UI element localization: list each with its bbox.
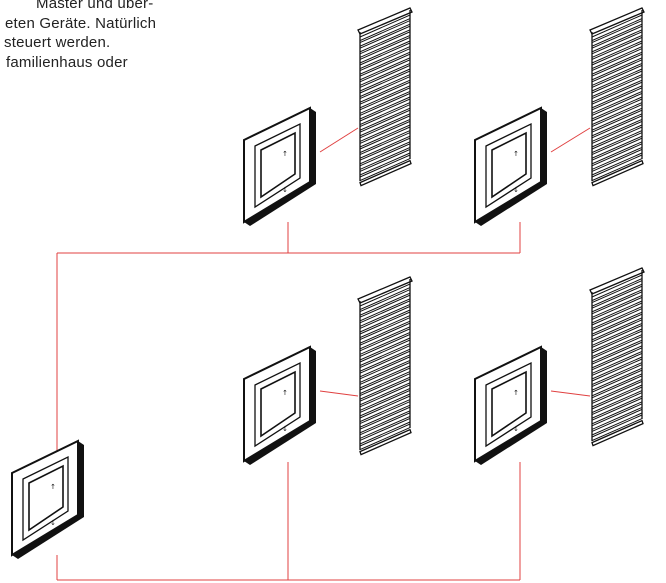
text-line-2: eten Geräte. Natürlich — [5, 14, 157, 32]
arrow-up-icon: ↑ — [282, 389, 288, 397]
switch-row1-right: ↑↓ — [474, 106, 547, 226]
wire-link-row1-left — [319, 127, 359, 153]
master-switch: ↑↓ — [11, 439, 84, 559]
wiring — [56, 127, 591, 581]
blinds-group — [357, 7, 645, 456]
wire-link-row2-right — [550, 390, 591, 397]
wire-link-row2-left — [319, 390, 359, 397]
arrow-down-icon: ↓ — [282, 186, 288, 194]
text-line-1: Master und über- — [36, 0, 154, 12]
wire-link-row1-right — [550, 127, 591, 153]
arrow-up-icon: ↑ — [50, 483, 56, 491]
arrow-down-icon: ↓ — [50, 519, 56, 527]
body-text: Master und über- eten Geräte. Natürlich … — [0, 0, 260, 72]
switch-row2-right: ↑↓ — [474, 345, 547, 465]
switch-row2-left: ↑↓ — [243, 345, 316, 465]
arrow-up-icon: ↑ — [513, 150, 519, 158]
blind-row1-right — [589, 7, 645, 187]
blind-row2-right — [589, 267, 645, 447]
blind-row1-left — [357, 7, 413, 187]
arrow-up-icon: ↑ — [513, 389, 519, 397]
text-line-3: steuert werden. — [4, 34, 111, 51]
arrow-down-icon: ↓ — [513, 186, 519, 194]
switches-group: ↑↓↑↓↑↓↑↓↑↓ — [11, 106, 547, 559]
arrow-down-icon: ↓ — [513, 425, 519, 433]
text-line-4: familienhaus oder — [6, 53, 128, 71]
arrow-down-icon: ↓ — [282, 425, 288, 433]
blind-row2-left — [357, 276, 413, 456]
arrow-up-icon: ↑ — [282, 150, 288, 158]
switch-row1-left: ↑↓ — [243, 106, 316, 226]
